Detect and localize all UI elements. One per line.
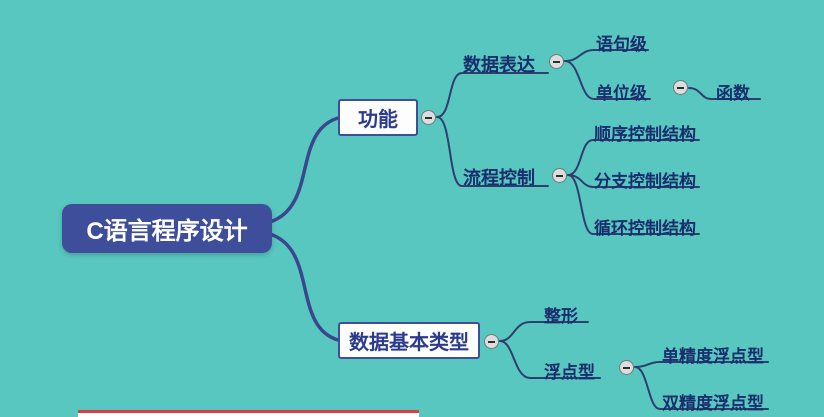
node-single-precision-float[interactable]: 单精度浮点型 [662, 347, 764, 366]
branch-datatypes-float [499, 340, 601, 379]
collapse-button-unit-level-icon[interactable] [673, 80, 688, 95]
branch-float-single [634, 361, 769, 368]
branch-features-flowcontrol [436, 116, 549, 187]
branch-datatypes-integer [499, 321, 589, 342]
branch-float-double [634, 366, 769, 410]
node-basic-data-types[interactable]: 数据基本类型 [338, 322, 480, 359]
node-statement-level[interactable]: 语句级 [596, 35, 647, 54]
node-branch-control[interactable]: 分支控制结构 [594, 172, 696, 191]
branch-root-features [268, 116, 340, 224]
branch-dataexpression-unit [564, 60, 651, 100]
node-unit-level[interactable]: 单位级 [596, 84, 647, 103]
collapse-button-float-icon[interactable] [619, 360, 634, 375]
node-function[interactable]: 函数 [716, 84, 750, 103]
collapse-button-data-expression-icon[interactable] [549, 54, 564, 69]
node-loop-control[interactable]: 循环控制结构 [594, 219, 696, 238]
collapse-button-features-icon[interactable] [421, 110, 436, 125]
node-sequence-control[interactable]: 顺序控制结构 [594, 125, 696, 144]
node-flow-control[interactable]: 流程控制 [463, 168, 535, 188]
branch-unit-function [688, 87, 761, 100]
node-features[interactable]: 功能 [338, 99, 418, 136]
node-data-expression[interactable]: 数据表达 [463, 55, 535, 75]
branch-dataexpression-statement [564, 49, 649, 62]
node-integer[interactable]: 整形 [544, 307, 578, 326]
branch-root-datatypes [268, 232, 340, 342]
root-node[interactable]: C语言程序设计 [62, 204, 272, 253]
branch-flowcontrol-sequence [567, 139, 700, 176]
collapse-button-basic-data-types-icon[interactable] [484, 334, 499, 349]
node-float[interactable]: 浮点型 [544, 363, 595, 382]
branch-flowcontrol-branch [567, 174, 700, 188]
node-double-precision-float[interactable]: 双精度浮点型 [662, 394, 764, 413]
collapse-button-flow-control-icon[interactable] [552, 168, 567, 183]
branch-features-dataexpression [436, 72, 549, 118]
branch-flowcontrol-loop [567, 174, 700, 235]
background-window-edge[interactable] [78, 410, 419, 417]
